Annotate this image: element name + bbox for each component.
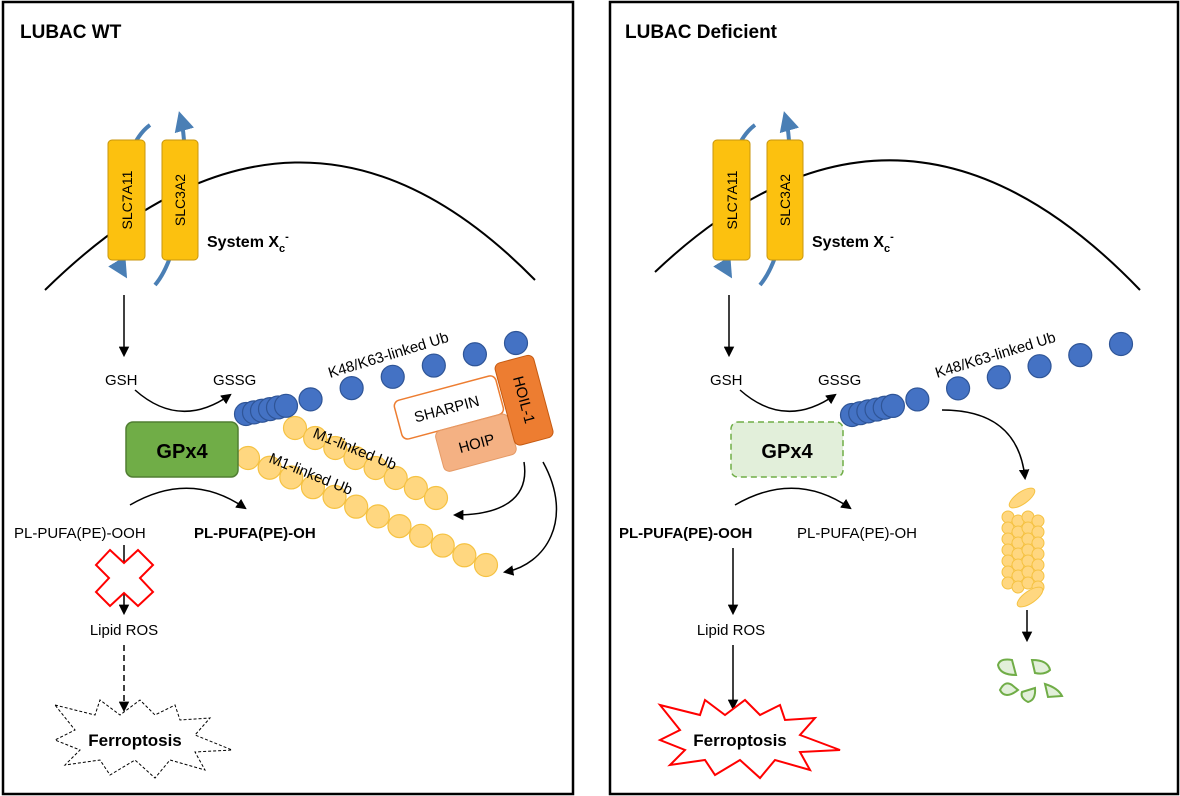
k48-k63-ubiquitin [905, 387, 930, 412]
panel-title: LUBAC Deficient [625, 22, 778, 43]
m1-ubiquitin [322, 484, 347, 510]
ferroptosis-label: Ferroptosis [693, 731, 787, 750]
m1-ubiquitin [279, 465, 304, 490]
k48-k63-ubiquitin [945, 376, 971, 401]
m1-ubiquitin [383, 465, 408, 491]
slc7a11-label: SLC7A11 [724, 170, 740, 229]
k48-k63-ubiquitin [298, 387, 323, 412]
m1-ubiquitin [387, 513, 412, 539]
panel-lubac-deficient: LUBAC Deficient SLC7A11 SLC3A2 System Xc… [608, 0, 1180, 796]
proteasome-subunit [1016, 586, 1044, 608]
panel-title: LUBAC WT [20, 22, 122, 43]
m1-ubiquitin [323, 435, 348, 461]
m1-ubiquitin [473, 552, 499, 578]
lipid-ros-label: Lipid ROS [90, 622, 158, 639]
gpx4-box [125, 421, 239, 478]
arrow-to-proteasome [941, 409, 1030, 481]
m1-ubiquitin [403, 475, 428, 501]
m1-ubiquitin [344, 494, 369, 519]
gpx4-label: GPx4 [761, 441, 813, 463]
m1-ubiquitin [300, 475, 326, 500]
k48-k63-ubiquitin [462, 342, 488, 367]
hoil1-box [494, 354, 554, 446]
proteasome-icon [1001, 487, 1045, 608]
panel-lubac-wt: LUBAC WT SLC7A11 SLC3A2 System Xc- GSH G… [1, 0, 575, 796]
k48-k63-ubiquitin [503, 330, 529, 356]
inhibition-cross-icon [94, 548, 155, 608]
gssg-label: GSSG [213, 372, 256, 389]
product-label: PL-PUFA(PE)-OH [194, 525, 316, 542]
m1-ubiquitin [235, 445, 261, 471]
m1-ubiquitin [423, 485, 449, 511]
system-xc-label: System Xc- [207, 231, 289, 255]
gpx4-reduction-arrow [129, 487, 247, 510]
slc3a2-label: SLC3A2 [172, 174, 188, 226]
k48-k63-ubiquitin [1068, 342, 1093, 368]
lubac-complex: SHARPIN HOIP HOIL-1 [393, 354, 554, 472]
ubiquitin-chains [839, 331, 1134, 428]
hoil-to-m1-arrow-1 [452, 461, 526, 521]
k48-k63-ubiquitin [1027, 354, 1052, 379]
m1-ubiquitin [408, 523, 434, 548]
m1-ubiquitin [430, 533, 455, 558]
m1-ubiquitin [257, 455, 282, 480]
m1-ubiquitin [303, 425, 328, 451]
system-xc-label: System Xc- [812, 231, 894, 255]
substrate-label: PL-PUFA(PE)-OOH [619, 525, 752, 542]
product-label: PL-PUFA(PE)-OH [797, 525, 917, 542]
gsh-to-gssg-arrow [134, 389, 232, 413]
slc7a11-transporter [107, 139, 146, 261]
k48-k63-ubiquitin [986, 365, 1011, 390]
lipid-ros-label: Lipid ROS [697, 622, 765, 639]
m1-ubiquitin [343, 445, 368, 471]
slc7a11-label: SLC7A11 [119, 170, 135, 229]
k48-k63-ubiquitin [421, 353, 446, 378]
m1-ubiquitin [365, 504, 390, 529]
slc3a2-transporter [161, 139, 199, 261]
hoil-to-m1-arrow-2 [502, 461, 558, 576]
gsh-label: GSH [105, 372, 138, 389]
gpx4-label: GPx4 [156, 441, 208, 463]
substrate-label: PL-PUFA(PE)-OOH [14, 525, 146, 542]
k48-k63-ubiquitin [380, 364, 405, 389]
ferroptosis-burst-inactive [53, 699, 233, 779]
gsh-label: GSH [710, 372, 743, 389]
ferroptosis-burst-active [657, 698, 841, 780]
gpx4-box-inactive [730, 421, 844, 478]
slc3a2-transporter [766, 139, 804, 261]
gssg-label: GSSG [818, 372, 861, 389]
proteasome-subunit [1008, 487, 1036, 509]
gsh-to-gssg-arrow [739, 389, 837, 413]
k48-k63-ubiquitin [1108, 331, 1134, 357]
m1-ubiquitin [363, 455, 388, 481]
ferroptosis-label: Ferroptosis [88, 731, 182, 750]
degraded-gpx4-fragments-icon [996, 658, 1064, 704]
m1-ubiquitin [282, 415, 308, 441]
slc7a11-transporter [712, 139, 751, 261]
k48-k63-ubiquitin [880, 393, 906, 419]
m1-ubiquitin [452, 543, 477, 568]
k48-k63-ubiquitin [273, 393, 299, 418]
slc3a2-label: SLC3A2 [777, 174, 793, 226]
ubiquitin-chains [233, 330, 529, 578]
gpx4-reduction-arrow [734, 487, 852, 510]
k48-k63-ubiquitin [339, 375, 364, 401]
